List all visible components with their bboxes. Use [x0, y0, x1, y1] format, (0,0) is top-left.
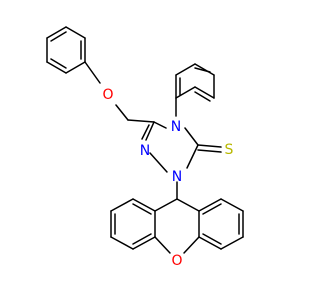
xanthene-oxygen-label: O — [171, 253, 182, 269]
n4-nitrogen-label: N — [171, 119, 181, 135]
molecule-structure: O N N N S O — [0, 0, 300, 300]
atom-labels: O N N N S O — [102, 87, 233, 269]
bonds — [46, 26, 244, 254]
n1-nitrogen-label: N — [172, 169, 182, 185]
background — [0, 0, 300, 300]
n-phenyl-ring — [175, 63, 215, 117]
thione-bond — [197, 144, 222, 153]
phenoxymethyl-linker — [84, 61, 155, 123]
ether-oxygen-label: O — [102, 87, 113, 103]
molecule-canvas: O N N N S O — [0, 0, 300, 300]
sulfur-label: S — [225, 142, 234, 158]
n2-nitrogen-label: N — [140, 143, 150, 159]
xanthene-left-benzo-ring — [110, 198, 156, 250]
xanthene-right-benzo-ring — [198, 198, 244, 250]
phenoxy-phenyl-ring — [46, 26, 86, 74]
xanthene-central-ring — [154, 198, 200, 254]
triazole-ring — [141, 121, 199, 173]
